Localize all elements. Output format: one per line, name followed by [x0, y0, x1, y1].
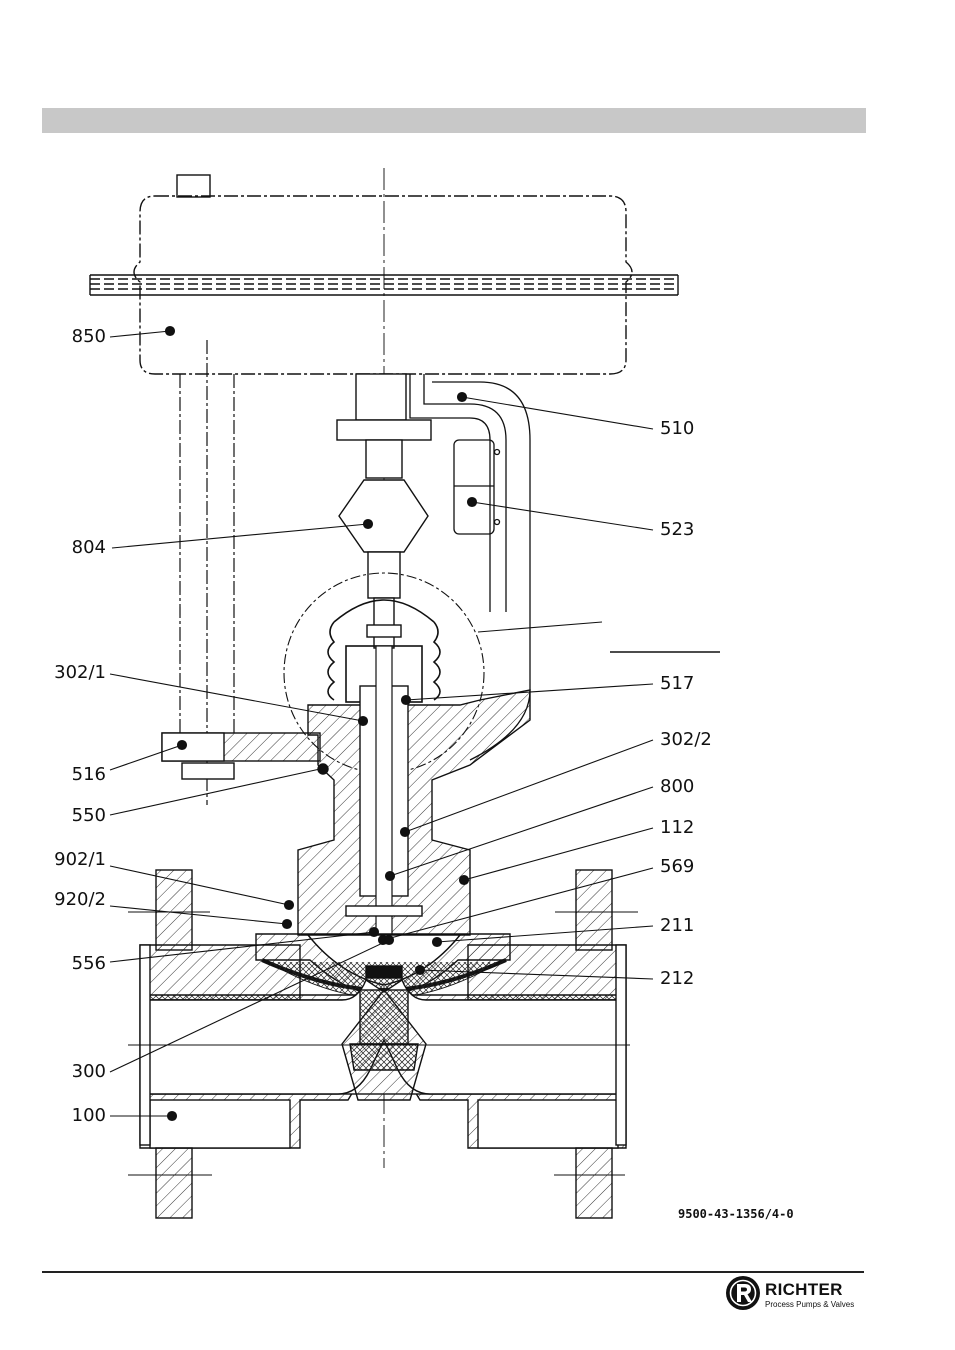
- label-112: 112: [660, 818, 694, 838]
- label-850: 850: [50, 327, 106, 347]
- label-523: 523: [660, 520, 694, 540]
- footer-divider: [42, 1271, 864, 1273]
- label-211: 211: [660, 916, 694, 936]
- label-517: 517: [660, 674, 694, 694]
- label-302-1: 302/1: [30, 663, 106, 683]
- logo-name: RICHTER: [765, 1280, 843, 1300]
- label-300: 300: [50, 1062, 106, 1082]
- richter-logo: RICHTER Process Pumps & Valves: [724, 1274, 864, 1314]
- spindle-coupling: [337, 374, 431, 648]
- richter-r-logo-icon: [724, 1274, 762, 1312]
- label-302-2: 302/2: [660, 730, 712, 750]
- label-550: 550: [50, 806, 106, 826]
- label-510: 510: [660, 419, 694, 439]
- drawing-number: 9500-43-1356/4-0: [678, 1207, 794, 1221]
- label-516: 516: [50, 765, 106, 785]
- label-800: 800: [660, 777, 694, 797]
- bonnet-housing: [298, 690, 530, 935]
- yoke-arm: [162, 733, 328, 779]
- label-902-1: 902/1: [30, 850, 106, 870]
- spindle: [376, 646, 392, 946]
- label-804: 804: [50, 538, 106, 558]
- label-100: 100: [50, 1106, 106, 1126]
- label-212: 212: [660, 969, 694, 989]
- label-569: 569: [660, 857, 694, 877]
- label-556: 556: [50, 954, 106, 974]
- label-920-2: 920/2: [30, 890, 106, 910]
- logo-tagline: Process Pumps & Valves: [765, 1300, 854, 1309]
